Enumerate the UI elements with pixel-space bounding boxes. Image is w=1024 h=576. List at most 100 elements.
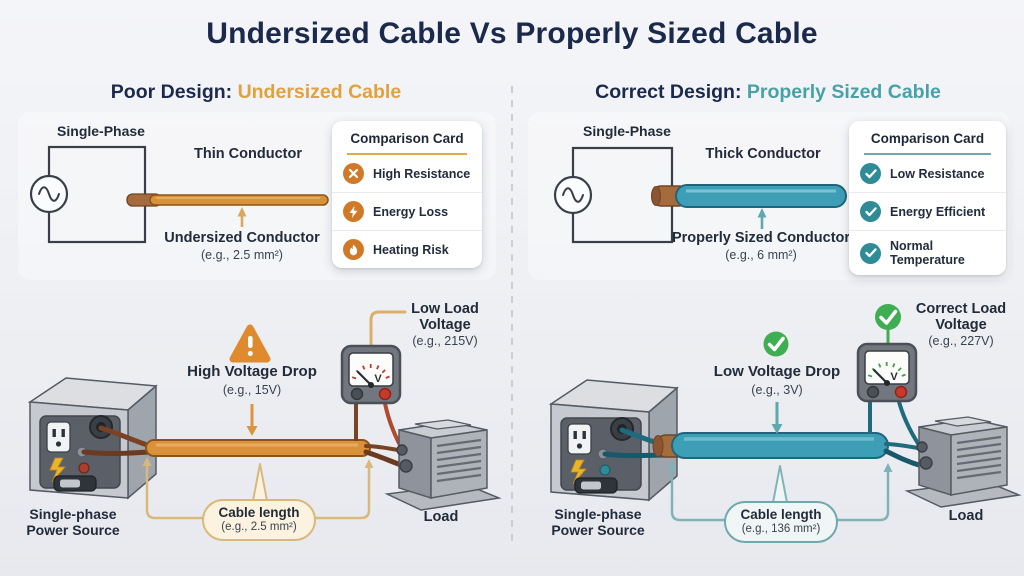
meter-unit-label: V (374, 373, 382, 385)
sine-wave-icon (38, 186, 60, 202)
undersized-conductor-detail: (e.g., 2.5 mm²) (201, 248, 283, 262)
meter-face (348, 352, 394, 387)
thin-conductor-wire (149, 194, 329, 206)
outlet-icon (567, 423, 592, 455)
low-load-voltage-line2: Voltage (419, 317, 471, 333)
high-voltage-drop-label: High Voltage Drop (187, 363, 317, 380)
meter-needle (872, 368, 889, 385)
outlet-slot (52, 429, 56, 437)
card-separator (864, 153, 991, 155)
correct-load-voltage-value: (e.g., 227V) (928, 334, 994, 348)
exclamation-bar (248, 336, 253, 348)
left-load-label: Load (423, 509, 459, 525)
card-separator (347, 153, 467, 155)
right-power-source-label-line2: Power Source (551, 522, 645, 538)
left-header-accent: Undersized Cable (237, 81, 402, 103)
meter-unit-label: V (890, 371, 898, 383)
outlet-slot (582, 431, 586, 439)
meter-terminal-black (350, 387, 364, 401)
right-load-label: Load (948, 508, 984, 524)
card-item-heating-risk: Heating Risk (332, 230, 482, 268)
check-circle-icon (763, 331, 789, 357)
card-item-label: Normal Temperature (890, 239, 965, 267)
left-load-device (384, 419, 502, 511)
check-circle-icon (860, 201, 881, 222)
right-circuit-diagram (553, 146, 847, 244)
check-mark (879, 309, 898, 325)
low-load-voltage-value: (e.g., 215V) (412, 334, 478, 348)
load-terminal (399, 459, 413, 473)
check-circle-icon (860, 163, 881, 184)
source-wire (81, 449, 153, 457)
undersized-conductor-caption: Undersized Conductor (164, 230, 320, 246)
vent-slats (956, 435, 1002, 480)
label-connector (369, 310, 407, 346)
caption-arrowhead (757, 208, 767, 218)
right-power-source-device (548, 379, 679, 502)
cable-length-value: (e.g., 2.5 mm²) (221, 521, 297, 533)
lightning-icon (49, 457, 66, 483)
meter-terminal-black (866, 385, 880, 399)
exclamation-dot (247, 351, 253, 356)
load-terminal (916, 441, 928, 453)
left-power-source-device (27, 377, 158, 500)
properly-sized-conductor-detail: (e.g., 6 mm²) (725, 248, 797, 262)
card-title: Comparison Card (870, 131, 985, 146)
left-header-prefix: Poor Design: (110, 81, 233, 103)
cable-length-pill (202, 499, 316, 541)
outlet-icon (46, 421, 71, 453)
meter-wire (896, 396, 921, 447)
card-item-low-resistance: Low Resistance (849, 155, 1006, 192)
card-item-energy-efficient: Energy Efficient (849, 192, 1006, 230)
cable-length-pill (724, 501, 838, 543)
low-voltage-drop-label: Low Voltage Drop (713, 363, 841, 380)
right-cable-length-callout: Cable length (e.g., 136 mm²) (740, 507, 821, 537)
load-terminal (919, 456, 933, 470)
load-wire (884, 442, 920, 450)
outlet-slot (573, 431, 577, 439)
page-title: Undersized Cable Vs Properly Sized Cable (206, 17, 818, 50)
card-item-label: Heating Risk (373, 242, 449, 257)
card-item-energy-loss: Energy Loss (332, 192, 482, 230)
card-item-label: Energy Loss (373, 204, 449, 219)
warning-icon (229, 324, 271, 363)
card-item-label: Low Resistance (890, 166, 985, 181)
card-item-high-resistance: High Resistance (332, 155, 482, 192)
cable-length-value: (e.g., 136 mm²) (741, 523, 821, 535)
check-circle-icon (875, 304, 901, 330)
left-column-header: Poor Design: Undersized Cable (0, 81, 512, 104)
cable-length-label: Cable length (218, 505, 300, 520)
load-terminal (396, 444, 408, 456)
right-power-source-label-line1: Single-phase (554, 506, 642, 522)
outlet-slot (61, 429, 65, 437)
left-cable-length-callout: Cable length (e.g., 2.5 mm²) (218, 505, 299, 535)
low-load-voltage-line1: Low Load (411, 301, 479, 317)
right-header-accent: Properly Sized Cable (746, 81, 941, 103)
switch-rocker (60, 479, 80, 488)
check-mark (767, 336, 785, 352)
undersized-cable (145, 439, 371, 457)
copper-end (651, 186, 661, 206)
source-wire (98, 425, 153, 449)
lightning-icon (570, 459, 587, 485)
bracket-arrow (667, 461, 677, 470)
indicator-light (599, 464, 611, 476)
right-load-device (904, 416, 1022, 508)
left-comparison-card: Comparison Card High Resistance Energy L… (332, 121, 482, 268)
right-column-header: Correct Design: Properly Sized Cable (512, 81, 1024, 104)
low-voltage-drop-value: (e.g., 3V) (751, 383, 803, 397)
card-item-label: High Resistance (373, 166, 471, 181)
thick-conductor-label: Thick Conductor (705, 146, 821, 162)
outlet-ground (576, 443, 583, 449)
left-voltmeter: V (340, 344, 402, 405)
meter-face (864, 350, 910, 385)
meter-needle (356, 370, 373, 387)
copper-end (652, 435, 664, 457)
bracket-arrow (364, 459, 374, 468)
outlet-ground (55, 441, 62, 447)
switch-rocker (581, 481, 601, 490)
x-circle-icon (343, 163, 364, 184)
correct-load-voltage-line1: Correct Load (915, 301, 1007, 317)
